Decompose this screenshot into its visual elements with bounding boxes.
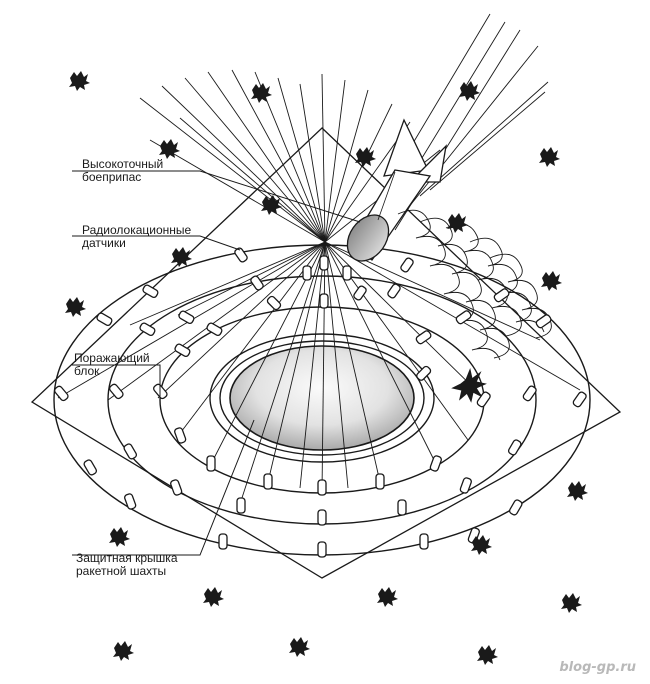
label-radar-sensors-line2: датчики [82, 236, 126, 250]
high-precision-munition [346, 118, 447, 262]
label-silo-lid-line1: Защитная крышка [76, 551, 178, 565]
label-munition-line2: боеприпас [82, 170, 142, 184]
silo-lid [229, 345, 415, 451]
label-radar-sensors-line1: Радиолокационные [82, 223, 192, 237]
ground-vegetation-marks [65, 71, 588, 665]
label-silo-lid: Защитная крышка ракетной шахты [76, 552, 178, 578]
label-leaders [72, 170, 361, 556]
label-strike-block-line2: блок [74, 364, 100, 378]
intercept-burst [451, 367, 487, 403]
label-strike-block: Поражающий блок [74, 352, 150, 378]
label-silo-lid-line2: ракетной шахты [76, 564, 167, 578]
label-munition: Высокоточный боеприпас [82, 158, 163, 184]
radar-sensors [234, 247, 414, 311]
label-radar-sensors: Радиолокационные датчики [82, 224, 191, 250]
watermark: blog-gp.ru [559, 660, 636, 675]
ground-diamond-outline [30, 127, 622, 579]
fragmentation-spirals [397, 209, 552, 361]
label-munition-line1: Высокоточный [82, 157, 164, 171]
strike-blocks [54, 284, 587, 558]
label-strike-block-line1: Поражающий [74, 351, 150, 365]
